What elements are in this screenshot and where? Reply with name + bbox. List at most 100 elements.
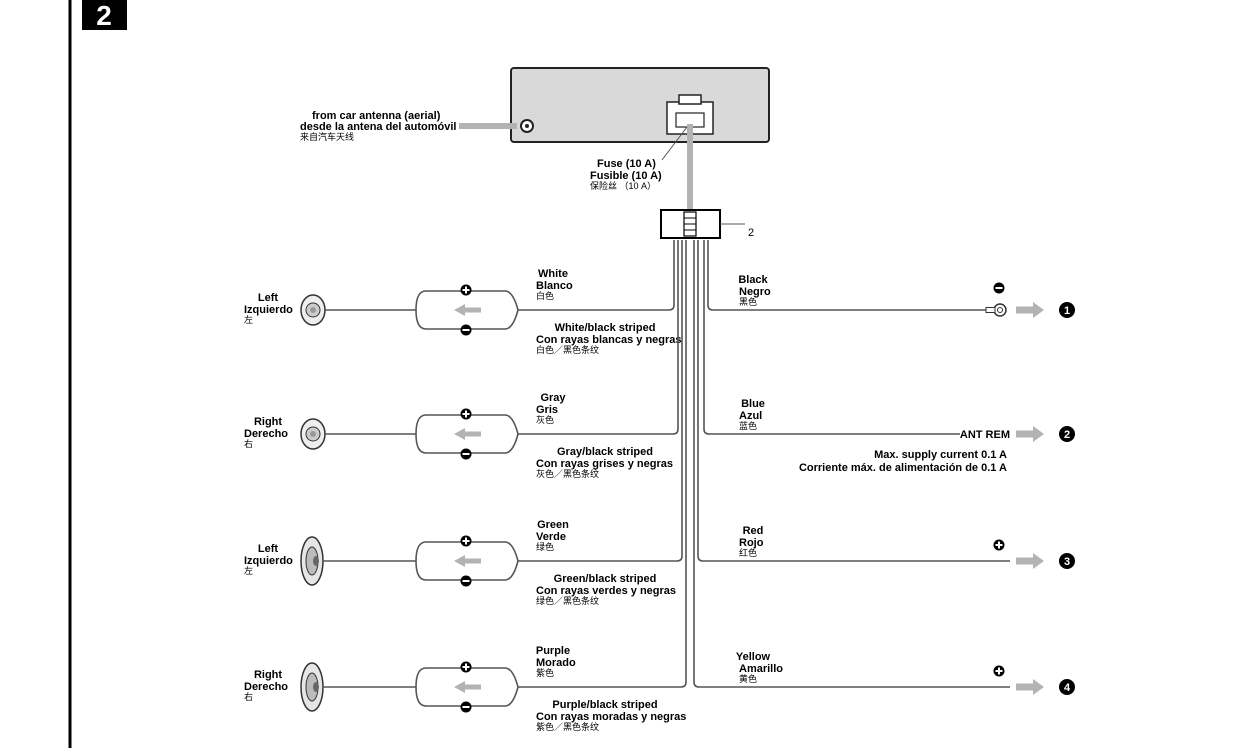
plus-color-cn: 灰色 [536, 414, 554, 425]
polarity-bracket [415, 667, 505, 707]
speaker-side-en: Right [254, 416, 282, 428]
minus-color-cn: 白色／黑色条纹 [536, 344, 599, 355]
right-arrow-icon [1016, 306, 1034, 314]
plus-icon [460, 661, 472, 673]
head-unit [510, 67, 770, 143]
minus-color-en: Green/black striped [554, 573, 657, 585]
speaker-side-es: Izquierdo [244, 555, 293, 567]
minus-color-es: Con rayas grises y negras [536, 458, 673, 470]
power-color-en: Yellow [736, 651, 771, 663]
antenna-arrow [459, 123, 517, 129]
plus-icon [993, 539, 1005, 551]
plus-color-es: Verde [536, 531, 566, 543]
power-color-cn: 黑色 [739, 296, 757, 307]
minus-color-en: White/black striped [555, 322, 656, 334]
number-badge: 2 [1059, 426, 1075, 442]
harness-cable [687, 124, 693, 210]
minus-color-es: Con rayas moradas y negras [536, 711, 686, 723]
plus-icon [460, 408, 472, 420]
plus-color-cn: 绿色 [536, 541, 554, 552]
antenna-label-cn: 来自汽车天线 [300, 131, 354, 142]
minus-color-en: Gray/black striped [557, 446, 653, 458]
minus-color-cn: 紫色／黑色条纹 [536, 721, 599, 732]
right-arrow-icon [1016, 683, 1034, 691]
power-wire [697, 240, 1010, 562]
harness-wire [504, 240, 679, 435]
minus-color-es: Con rayas blancas y negras [536, 334, 682, 346]
power-color-en: Red [743, 525, 764, 537]
antenna-label-es: desde la antena del automóvil [300, 121, 457, 133]
minus-icon [460, 575, 472, 587]
right-arrow-icon [1016, 430, 1034, 438]
right-arrow-icon [1016, 557, 1034, 565]
speaker-side-cn: 右 [244, 438, 253, 449]
harness-wire [504, 240, 687, 688]
left-arrow-icon [464, 684, 481, 690]
speaker-side-es: Izquierdo [244, 304, 293, 316]
section-number: 2 [96, 0, 112, 31]
supply-note-es: Corriente máx. de alimentación de 0.1 A [799, 462, 1007, 474]
harness-wire [504, 240, 675, 311]
plus-color-cn: 白色 [536, 290, 554, 301]
number-badge-text: 3 [1064, 556, 1070, 568]
speaker-side-cn: 左 [244, 565, 253, 576]
power-color-en: Blue [741, 398, 765, 410]
minus-color-es: Con rayas verdes y negras [536, 585, 676, 597]
power-color-es: Azul [739, 410, 762, 422]
polarity-bracket [415, 541, 505, 581]
speaker-side-en: Left [258, 292, 279, 304]
plus-color-es: Blanco [536, 280, 573, 292]
left-arrow-icon [464, 431, 481, 437]
antenna-label-en: from car antenna (aerial) [312, 110, 441, 122]
power-color-cn: 蓝色 [739, 420, 757, 431]
plus-icon [460, 535, 472, 547]
left-arrow-icon [464, 307, 481, 313]
ant-rem-label: ANT REM [960, 429, 1010, 441]
minus-color-cn: 灰色／黑色条纹 [536, 468, 599, 479]
number-badge: 4 [1059, 679, 1075, 695]
fuse-label-es: Fusible (10 A) [590, 170, 662, 182]
fuse-label-en: Fuse (10 A) [597, 158, 656, 170]
left-arrow-icon [464, 558, 481, 564]
speaker-group: RightDerecho右PurpleMorado紫色Purple/black … [244, 240, 687, 732]
power-color-en: Black [738, 274, 768, 286]
number-badge: 3 [1059, 553, 1075, 569]
supply-note-en: Max. supply current 0.1 A [874, 449, 1007, 461]
minus-icon [993, 282, 1005, 294]
number-badge-text: 2 [1064, 429, 1070, 441]
ring-terminal-icon [985, 303, 1007, 317]
minus-icon [460, 324, 472, 336]
number-badge-text: 1 [1064, 305, 1070, 317]
speaker-side-en: Left [258, 543, 279, 555]
polarity-bracket [415, 290, 505, 330]
power-color-es: Rojo [739, 537, 764, 549]
power-color-cn: 红色 [739, 547, 757, 558]
plus-icon [993, 665, 1005, 677]
plus-color-en: White [538, 268, 568, 280]
plus-color-en: Purple [536, 645, 570, 657]
connector-label: 2 [748, 227, 754, 239]
plus-color-en: Green [537, 519, 569, 531]
minus-icon [460, 448, 472, 460]
power-wire [693, 240, 1010, 688]
number-badge-text: 4 [1064, 682, 1071, 694]
power-wire [703, 240, 960, 435]
plus-icon [460, 284, 472, 296]
speaker-side-cn: 左 [244, 314, 253, 325]
power-color-es: Amarillo [739, 663, 783, 675]
plus-color-en: Gray [540, 392, 566, 404]
speaker-side-es: Derecho [244, 681, 288, 693]
power-color-cn: 黄色 [739, 673, 757, 684]
section-badge [82, 0, 127, 30]
minus-icon [460, 701, 472, 713]
fuse-label-cn: 保险丝 （10 A） [590, 180, 656, 191]
speaker-side-cn: 右 [244, 691, 253, 702]
